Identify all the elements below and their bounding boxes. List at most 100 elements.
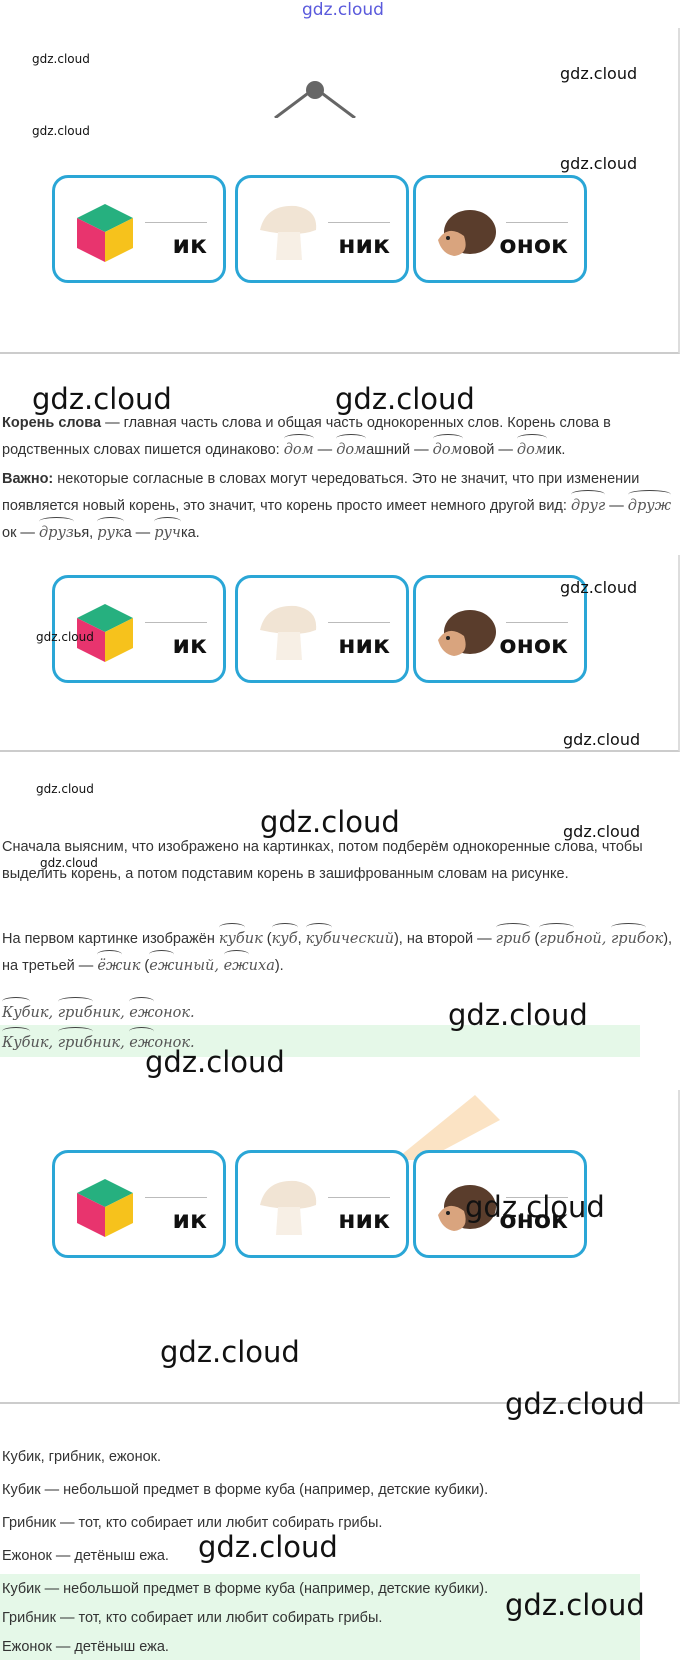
root-marked-word: рук [97, 517, 124, 547]
blank-line [506, 622, 568, 623]
pencil-decoration-icon [395, 1095, 500, 1160]
text-segment: ), на второй — [393, 931, 496, 947]
text-segment: — [313, 442, 337, 458]
text-segment: ка. [180, 525, 200, 541]
blank-line [328, 1197, 390, 1198]
picture-card: онок [413, 575, 587, 683]
watermark: gdz.cloud [198, 1530, 338, 1564]
root-marked-word: куб [218, 923, 245, 953]
text-segment: ик [122, 958, 141, 974]
text-segment: ( [262, 931, 272, 947]
root-marked-word: гриб [539, 923, 574, 953]
watermark: gdz.cloud [560, 64, 638, 83]
root-marked-word: куб [305, 923, 332, 953]
root-marked-word: друз [38, 517, 74, 547]
suffix-label: ник [338, 230, 390, 259]
blank-line [145, 622, 207, 623]
cube-icon [73, 600, 137, 664]
answer-line: Грибник — тот, кто собирает или любит со… [2, 1610, 383, 1626]
hedgehog-icon [434, 600, 498, 664]
text-segment: ник, [92, 1035, 130, 1051]
root-marked-word: ёж [97, 950, 123, 980]
answer-highlight [0, 1025, 640, 1057]
root-marked-word: еж [223, 950, 249, 980]
text-segment: ), на третьей — [2, 931, 673, 974]
suffix-label: онок [499, 1205, 568, 1234]
watermark: gdz.cloud [505, 1387, 645, 1421]
answer-line: Кубик — небольшой предмет в форме куба (… [2, 1581, 489, 1597]
solution-words: Кубик, грибник, ежонок. [2, 997, 678, 1027]
mushroom-icon [256, 600, 320, 664]
picture-card: ник [235, 1150, 409, 1258]
root-marked-word: дом [336, 434, 366, 464]
text-segment: иха [248, 958, 275, 974]
watermark: gdz.cloud [260, 805, 400, 839]
text-segment: ной, [574, 931, 611, 947]
cube-icon [73, 1175, 137, 1239]
watermark: gdz.cloud [40, 856, 98, 870]
root-marked-word: гриб [610, 923, 646, 953]
text-segment: ок — [2, 525, 39, 541]
watermark: gdz.cloud [563, 822, 641, 841]
text-segment: ик, [30, 1035, 58, 1051]
watermark: gdz.cloud [36, 782, 94, 796]
definition-line: Ежонок — детёныш ежа. [2, 1548, 169, 1564]
root-marked-word: еж [149, 950, 175, 980]
root-marked-word: друж [627, 490, 672, 520]
picture-card: ик [52, 1150, 226, 1258]
watermark: gdz.cloud [32, 382, 172, 416]
text-segment: ник, [92, 1005, 130, 1021]
text-segment: овой — [462, 442, 517, 458]
suffix-label: ник [338, 1205, 390, 1234]
text-segment: онок. [154, 1005, 195, 1021]
theory-important-note: Важно: некоторые согласные в словах могу… [2, 466, 678, 547]
text-segment: ( [140, 958, 150, 974]
blank-line [506, 222, 568, 223]
blank-line [145, 1197, 207, 1198]
cube-icon [73, 200, 137, 264]
definition-line: Грибник — тот, кто собирает или любит со… [2, 1515, 383, 1531]
answer-words-marked: Кубик, грибник, ежонок. [2, 1027, 678, 1057]
watermark: gdz.cloud [302, 0, 384, 20]
picture-card: онок [413, 1150, 587, 1258]
hedgehog-icon [434, 1175, 498, 1239]
text-segment: — главная часть слова и общая часть одно… [2, 415, 611, 458]
suffix-label: ик [172, 1205, 208, 1234]
blank-line [328, 222, 390, 223]
text-segment: онок. [154, 1035, 195, 1051]
root-marked-word: дом [516, 434, 547, 464]
watermark: gdz.cloud [160, 1335, 300, 1369]
watermark: gdz.cloud [465, 1190, 605, 1224]
root-marked-word: дом [432, 434, 463, 464]
solution-intro: Сначала выясним, что изображено на карти… [2, 834, 678, 888]
picture-card: ник [235, 175, 409, 283]
watermark: gdz.cloud [36, 630, 94, 644]
text-segment: ический [331, 931, 394, 947]
text-segment: Сначала выясним, что изображено на карти… [2, 839, 643, 882]
root-marked-word: друг [570, 490, 606, 520]
answer-highlight [0, 1574, 640, 1660]
solution-roots: На первом картинке изображён кубик (куб,… [2, 923, 678, 980]
root-marked-word: гриб [57, 1027, 93, 1057]
root-marked-word: гриб [495, 923, 530, 953]
suffix-label: ник [338, 630, 390, 659]
text-segment: ок [645, 931, 664, 947]
answer-line: Ежонок — детёныш ежа. [2, 1639, 169, 1655]
definition-line: Кубик — небольшой предмет в форме куба (… [2, 1482, 489, 1498]
answer-words: Кубик, грибник, ежонок. [2, 1449, 162, 1465]
watermark: gdz.cloud [32, 124, 90, 138]
mushroom-icon [256, 200, 320, 264]
text-segment: — [605, 498, 628, 514]
text-segment: ик, [30, 1005, 58, 1021]
suffix-label: ик [172, 230, 208, 259]
watermark: gdz.cloud [145, 1045, 285, 1079]
text-segment: ья, [73, 525, 98, 541]
blank-line [328, 622, 390, 623]
suffix-label: онок [499, 630, 568, 659]
root-marked-word: дом [283, 434, 314, 464]
theory-root-definition: Корень слова — главная часть слова и общ… [2, 410, 678, 464]
text-segment: иный, [174, 958, 224, 974]
watermark: gdz.cloud [448, 998, 588, 1032]
root-marked-word: Куб [2, 997, 31, 1027]
text-segment: ( [530, 931, 540, 947]
